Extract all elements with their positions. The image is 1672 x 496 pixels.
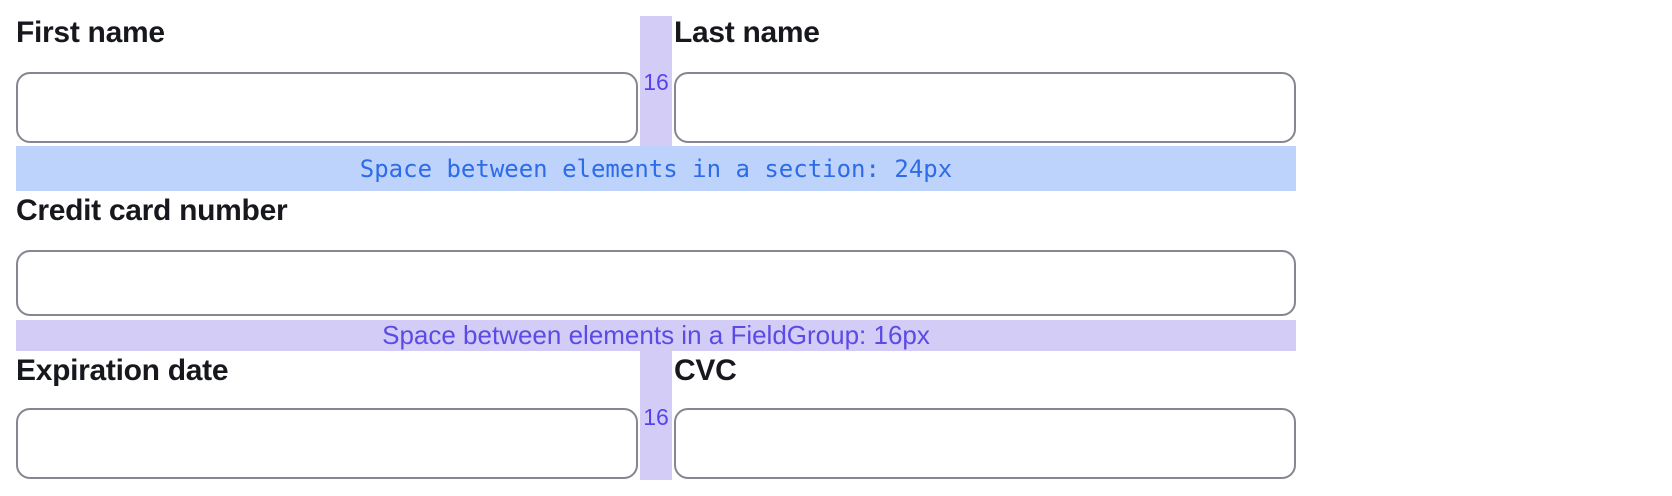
credit-card-input[interactable] <box>16 250 1296 316</box>
cvc-label: CVC <box>674 354 737 387</box>
fieldgroup-spacing-band: Space between elements in a FieldGroup: … <box>16 320 1296 351</box>
fieldgroup-spacing-label: Space between elements in a FieldGroup: … <box>382 320 930 350</box>
last-name-input[interactable] <box>674 72 1296 143</box>
section-spacing-label: Space between elements in a section: 24p… <box>359 154 953 183</box>
column-gap-size-top: 16 <box>643 69 669 95</box>
expiration-input[interactable] <box>16 408 638 479</box>
first-name-label: First name <box>16 16 165 49</box>
column-gap-size-bottom: 16 <box>643 404 669 430</box>
section-spacing-band: Space between elements in a section: 24p… <box>16 146 1296 191</box>
column-gap-band-bottom <box>640 351 672 480</box>
credit-card-label: Credit card number <box>16 194 288 227</box>
cvc-input[interactable] <box>674 408 1296 479</box>
last-name-label: Last name <box>674 16 820 49</box>
expiration-label: Expiration date <box>16 354 229 387</box>
first-name-input[interactable] <box>16 72 638 143</box>
column-gap-band-top <box>640 16 672 146</box>
